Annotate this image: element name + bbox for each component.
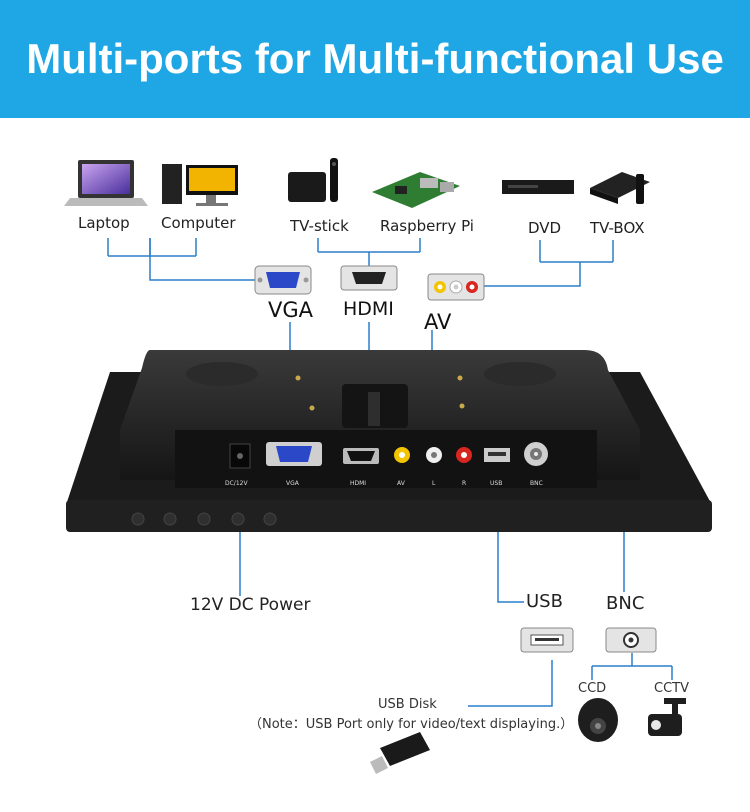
label-hdmi: HDMI [343, 298, 394, 320]
tv-box-icon [590, 172, 650, 204]
label-vga: VGA [268, 298, 314, 322]
monitor-back [66, 350, 712, 532]
raspberry-pi-icon [372, 172, 460, 208]
panel-label-usb: USB [490, 480, 503, 487]
label-cctv: CCTV [654, 681, 689, 696]
bnc-port-icon [605, 627, 657, 653]
tv-stick-icon [288, 158, 338, 202]
panel-label-bnc: BNC [530, 480, 543, 487]
computer-icon [162, 164, 238, 206]
label-dc-power: 12V DC Power [190, 595, 311, 615]
hdmi-port-icon [340, 265, 398, 291]
label-usb-disk: USB Disk [378, 697, 437, 712]
usb-note: （Note：USB Port only for video/text displ… [249, 717, 574, 732]
label-usb: USB [526, 591, 563, 612]
label-tv-box: TV-BOX [590, 219, 645, 237]
label-laptop: Laptop [78, 214, 130, 232]
panel-label-hdmi: HDMI [350, 480, 367, 487]
laptop-icon [64, 160, 148, 206]
label-computer: Computer [161, 214, 236, 232]
cctv-camera-icon [648, 698, 686, 736]
panel-hdmi-port [343, 448, 379, 464]
label-dvd: DVD [528, 219, 562, 237]
av-port-icon [427, 273, 485, 301]
panel-av-ports [394, 447, 472, 463]
panel-usb-port [484, 448, 510, 462]
ccd-camera-icon [578, 698, 618, 742]
label-bnc: BNC [606, 593, 645, 614]
vga-port-icon [254, 265, 312, 295]
banner-title: Multi-ports for Multi-functional Use [26, 35, 724, 82]
panel-label-av: AV [397, 480, 405, 487]
label-av: AV [424, 310, 452, 334]
label-ccd: CCD [578, 681, 607, 696]
panel-label-r: R [462, 480, 467, 487]
dc-jack [229, 443, 251, 469]
panel-label-vga: VGA [286, 480, 299, 487]
label-raspberry-pi: Raspberry Pi [380, 217, 474, 235]
panel-bnc-port [524, 442, 548, 466]
usb-disk-icon [370, 732, 430, 774]
panel-label-dc: DC/12V [225, 480, 248, 487]
header-banner [0, 0, 750, 118]
dvd-player-icon [502, 180, 574, 194]
usb-port-icon [520, 627, 574, 653]
label-tv-stick: TV-stick [290, 217, 349, 235]
panel-vga-port [266, 442, 322, 466]
panel-label-l: L [432, 480, 436, 487]
